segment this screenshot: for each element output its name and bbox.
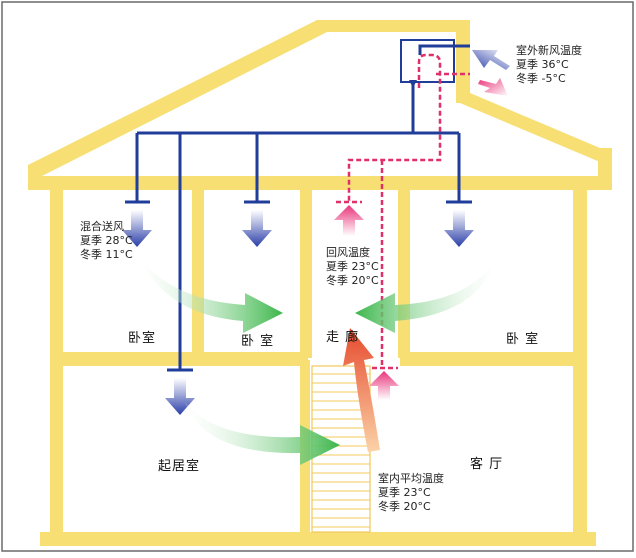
return-summer: 夏季 23°C (326, 260, 379, 273)
duct-arrow-icon (409, 80, 417, 88)
supply-title: 混合送风 (80, 220, 124, 233)
outdoor-winter: 冬季 -5°C (516, 72, 566, 85)
airflow-right-arrow-icon (138, 255, 283, 333)
roof-left (28, 20, 470, 178)
wall-corridor-right (398, 186, 410, 358)
fresh-air-in-icon (472, 50, 510, 70)
return-inlets (334, 205, 399, 400)
house-walls (28, 20, 612, 546)
indoor-average-label: 室内平均温度 夏季 23°C 冬季 20°C (378, 472, 444, 514)
warm-air-rising-arrow-icon (343, 328, 380, 452)
up-arrow-icon (369, 371, 399, 400)
up-arrow-icon (334, 205, 364, 236)
airflow-right-arrow-icon (185, 402, 340, 465)
airflow-left-arrow-icon (355, 258, 497, 333)
return-ducts (336, 53, 470, 370)
room-living: 起居室 (158, 459, 201, 474)
supply-air-label: 混合送风 夏季 28°C 冬季 11°C (80, 220, 133, 262)
outdoor-title: 室外新风温度 (516, 44, 582, 57)
outdoor-summer: 夏季 36°C (516, 58, 569, 71)
attic-floor (28, 176, 612, 190)
staircase (311, 365, 371, 533)
down-arrow-icon (122, 210, 152, 247)
indoor-avg-summer: 夏季 23°C (378, 486, 431, 499)
room-hall: 客 厅 (470, 457, 504, 472)
room-bedroom-3: 卧 室 (506, 332, 540, 347)
indoor-avg-title: 室内平均温度 (378, 472, 444, 485)
return-air-label: 回风温度 夏季 23°C 冬季 20°C (326, 246, 379, 288)
fresh-air-unit (400, 39, 455, 83)
indoor-avg-winter: 冬季 20°C (378, 500, 431, 513)
down-arrow-icon (444, 210, 474, 247)
floor-mid-right (400, 352, 587, 366)
return-winter: 冬季 20°C (326, 274, 379, 287)
down-arrow-icon (242, 210, 272, 247)
wall-corridor-left (300, 186, 312, 358)
room-corridor: 走 廊 (326, 330, 360, 345)
exhaust-out-icon (478, 78, 508, 96)
outdoor-air-label: 室外新风温度 夏季 36°C 冬季 -5°C (516, 44, 582, 86)
room-bedroom-1: 卧室 (128, 331, 157, 346)
airflow-arrows (138, 255, 497, 465)
supply-winter: 冬季 11°C (80, 248, 133, 261)
floor-base (40, 532, 596, 546)
room-bedroom-2: 卧 室 (241, 334, 275, 349)
return-title: 回风温度 (326, 246, 370, 259)
supply-ducts (125, 44, 472, 372)
supply-summer: 夏季 28°C (80, 234, 133, 247)
roof-right (456, 20, 612, 162)
wall-bedroom-split (192, 186, 204, 358)
